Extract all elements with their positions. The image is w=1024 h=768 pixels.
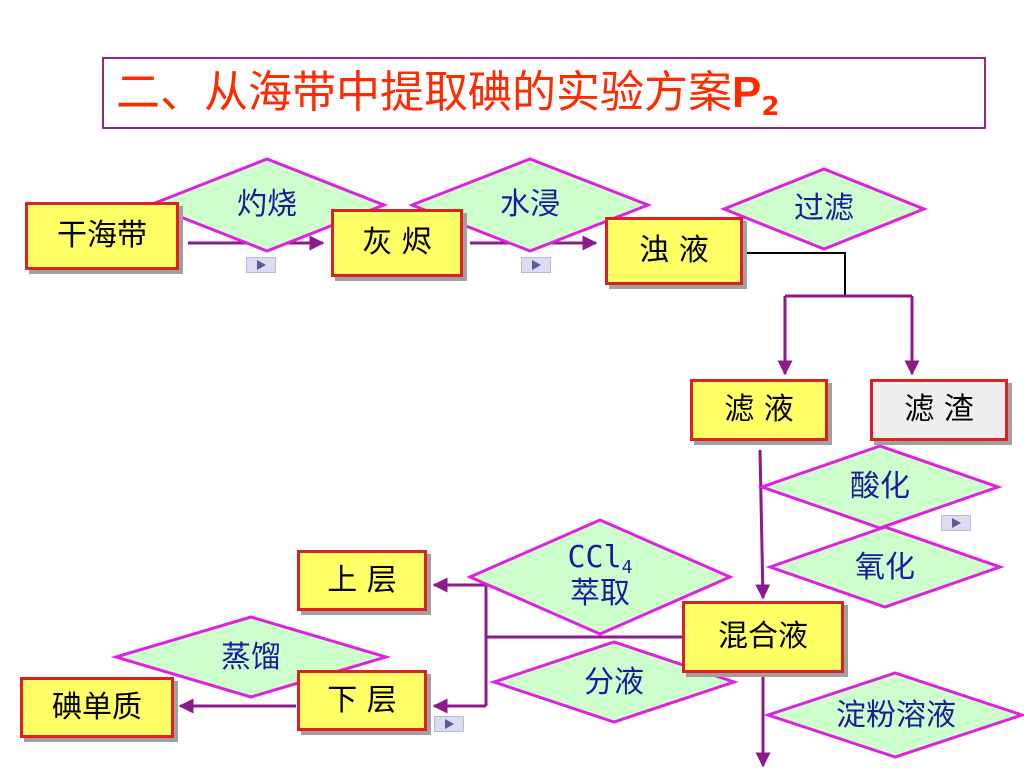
line-turbid-to-split: [745, 252, 846, 296]
diamond-soak: [407, 157, 653, 253]
play-button-3[interactable]: [941, 515, 971, 531]
node-filtrate: 滤 液: [690, 379, 828, 441]
node-dry-kelp: 干海带: [25, 202, 179, 270]
diamond-extract: [466, 518, 734, 636]
play-button-1[interactable]: [246, 257, 276, 273]
diamond-starch: [763, 671, 1024, 759]
title-p: P: [732, 68, 762, 117]
title-subscript: 2: [761, 92, 780, 122]
title-box: 二、从海带中提取碘的实验方案P2: [102, 57, 986, 129]
arrow-filtrate-to-mixture: [755, 449, 771, 600]
diamond-separate: [489, 640, 739, 724]
node-turbid-liquid: 浊 液: [605, 217, 743, 285]
play-button-2[interactable]: [521, 257, 551, 273]
diamond-filter: [719, 167, 929, 251]
diamond-oxidize: [765, 525, 1005, 609]
node-residue: 滤 渣: [870, 379, 1008, 441]
title-text: 二、从海带中提取碘的实验方案: [116, 67, 732, 118]
node-mixture: 混合液: [682, 601, 844, 673]
diamond-acidify: [757, 444, 1003, 530]
node-upper-layer: 上 层: [297, 550, 427, 611]
play-button-4[interactable]: [434, 716, 464, 732]
node-iodine: 碘单质: [20, 677, 174, 738]
page-title: 二、从海带中提取碘的实验方案P2: [116, 65, 779, 135]
node-lower-layer: 下 层: [297, 670, 427, 731]
diamond-burn: [145, 157, 389, 253]
node-ash: 灰 烬: [331, 209, 463, 277]
